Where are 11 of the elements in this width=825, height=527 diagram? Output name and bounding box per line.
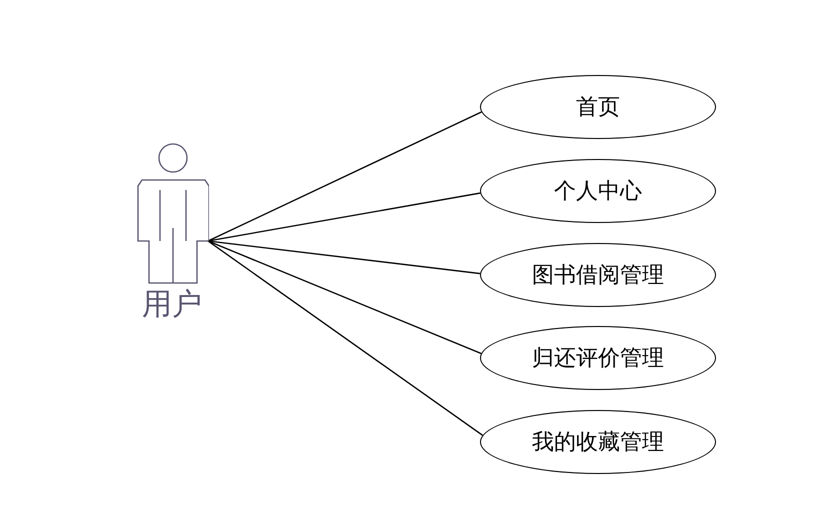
association-line — [208, 111, 482, 242]
use-case-label: 归还评价管理 — [532, 344, 664, 372]
association-line — [208, 240, 482, 354]
association-line — [208, 240, 483, 436]
use-case-label: 我的收藏管理 — [532, 428, 664, 456]
use-case-label: 图书借阅管理 — [532, 261, 664, 289]
association-line — [208, 192, 480, 242]
use-case-label: 个人中心 — [554, 177, 642, 205]
actor-label: 用户 — [142, 287, 202, 323]
use-case-label: 首页 — [576, 93, 620, 121]
association-line — [208, 240, 480, 274]
